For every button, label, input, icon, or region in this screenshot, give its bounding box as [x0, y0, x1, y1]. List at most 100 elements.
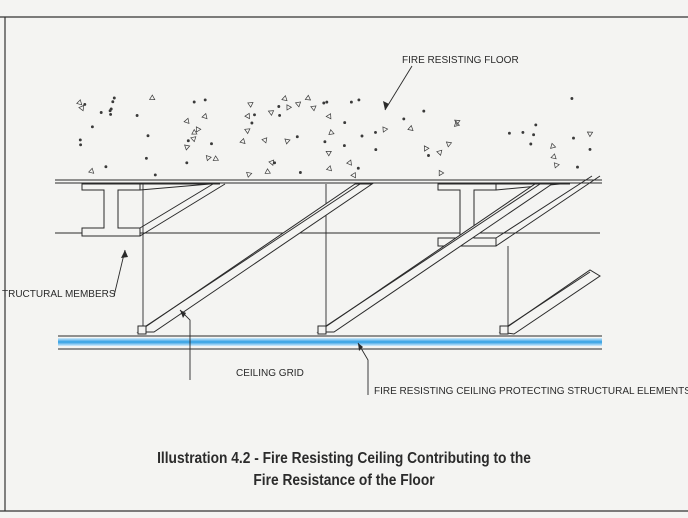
- aggregate-stone: [267, 110, 275, 116]
- aggregate-stone: [261, 137, 268, 144]
- aggregate-stone: [454, 119, 461, 126]
- aggregate-dot: [323, 140, 327, 144]
- page-frame: [0, 16, 688, 512]
- aggregate-stone: [190, 136, 197, 143]
- aggregate-dot: [186, 139, 190, 143]
- aggregate-stone: [268, 159, 275, 166]
- i-beam-left: [81, 183, 226, 237]
- aggregate-stone: [184, 144, 191, 151]
- aggregate-stone: [423, 145, 430, 152]
- floor-slab: [55, 179, 602, 184]
- aggregate-stone: [586, 131, 594, 138]
- aggregate-dot: [357, 98, 361, 102]
- aggregate-dot: [109, 112, 113, 116]
- aggregate-dot: [135, 114, 139, 117]
- aggregate-dot: [146, 134, 150, 138]
- aggregate-dot: [250, 121, 254, 125]
- aggregate-dot: [349, 100, 353, 104]
- aggregate-stone: [281, 95, 288, 102]
- aggregate-dot: [112, 96, 116, 100]
- aggregate-stone: [212, 155, 220, 161]
- aggregate-dot: [79, 143, 83, 147]
- aggregate-dot: [507, 131, 511, 135]
- caption-line-1: Illustration 4.2 - Fire Resisting Ceilin…: [157, 450, 531, 467]
- aggregate-dot: [588, 147, 592, 151]
- aggregate-stone: [436, 149, 443, 156]
- aggregate-stone: [407, 124, 414, 131]
- aggregate-stone: [346, 159, 352, 166]
- aggregate-dot: [576, 165, 579, 169]
- aggregate-stone: [246, 171, 253, 178]
- aggregate-dot: [90, 125, 94, 129]
- aggregate-stone: [247, 102, 254, 108]
- aggregate-stone: [550, 153, 557, 160]
- aggregate-dot: [427, 154, 430, 157]
- aggregate-dot: [532, 133, 536, 137]
- aggregate-stone: [76, 99, 83, 106]
- aggregate-dot: [273, 161, 277, 165]
- aggregate-dot: [298, 171, 302, 174]
- aggregate-dot: [144, 156, 148, 160]
- aggregate-stone: [239, 137, 246, 144]
- aggregate-stone: [438, 169, 445, 177]
- aggregate-dot: [295, 135, 299, 139]
- aggregate-dot: [422, 109, 426, 113]
- aggregate-dot: [277, 105, 281, 108]
- aggregate-dot: [192, 100, 196, 104]
- aggregate-dot: [210, 142, 213, 146]
- label-fire-resisting-floor: FIRE RESISTING FLOOR: [402, 55, 519, 66]
- aggregate-dot: [109, 107, 113, 111]
- aggregate-dot: [374, 148, 378, 152]
- aggregate-stone: [205, 154, 212, 162]
- aggregate-dot: [570, 97, 574, 100]
- aggregate-stone: [294, 101, 302, 108]
- aggregate-stone: [286, 104, 293, 111]
- aggregate-dot: [356, 166, 360, 170]
- aggregate-dot: [99, 111, 103, 114]
- aggregate-dot: [203, 98, 207, 102]
- aggregate-dot: [374, 130, 377, 134]
- aggregate-stone: [183, 117, 190, 124]
- aggregate-dot: [402, 117, 406, 121]
- caption-line-2: Fire Resistance of the Floor: [253, 472, 435, 489]
- aggregate-dot: [185, 161, 189, 165]
- aggregate-dot: [253, 113, 256, 117]
- aggregate-dot: [325, 100, 329, 104]
- aggregate-stone: [550, 142, 557, 149]
- aggregate-stone: [88, 167, 95, 174]
- aggregate-stone: [148, 94, 156, 100]
- aggregate-stone: [325, 113, 332, 120]
- aggregate-dot: [343, 121, 347, 125]
- floor-aggregate: [76, 94, 594, 179]
- aggregate-stone: [264, 168, 271, 174]
- aggregate-dot: [153, 173, 157, 177]
- aggregate-dot: [529, 142, 533, 146]
- aggregate-dot: [572, 136, 575, 140]
- label-fire-resisting-ceiling: FIRE RESISTING CEILING PROTECTING STRUCT…: [374, 386, 688, 397]
- label-ceiling-grid: CEILING GRID: [236, 368, 304, 379]
- aggregate-dot: [78, 138, 82, 142]
- aggregate-stone: [304, 94, 312, 101]
- aggregate-stone: [325, 165, 332, 172]
- aggregate-dot: [342, 144, 346, 148]
- leader-arrows: [121, 101, 389, 351]
- label-structural-members: TRUCTURAL MEMBERS: [2, 289, 116, 300]
- aggregate-dot: [322, 101, 326, 105]
- i-beam-right: [437, 175, 601, 247]
- aggregate-stone: [284, 138, 291, 145]
- aggregate-stone: [191, 128, 198, 135]
- aggregate-stone: [195, 126, 202, 133]
- aggregate-stone: [325, 150, 332, 157]
- aggregate-dot: [360, 134, 364, 138]
- ceiling-grid-runners: [136, 183, 601, 335]
- aggregate-stone: [310, 105, 317, 112]
- aggregate-stone: [244, 112, 250, 120]
- aggregate-dot: [104, 165, 108, 169]
- aggregate-stone: [445, 141, 453, 148]
- aggregate-stone: [553, 162, 560, 169]
- aggregate-dot: [83, 102, 87, 106]
- aggregate-stone: [201, 112, 208, 120]
- aggregate-stone: [350, 171, 356, 179]
- aggregate-dot: [521, 130, 525, 134]
